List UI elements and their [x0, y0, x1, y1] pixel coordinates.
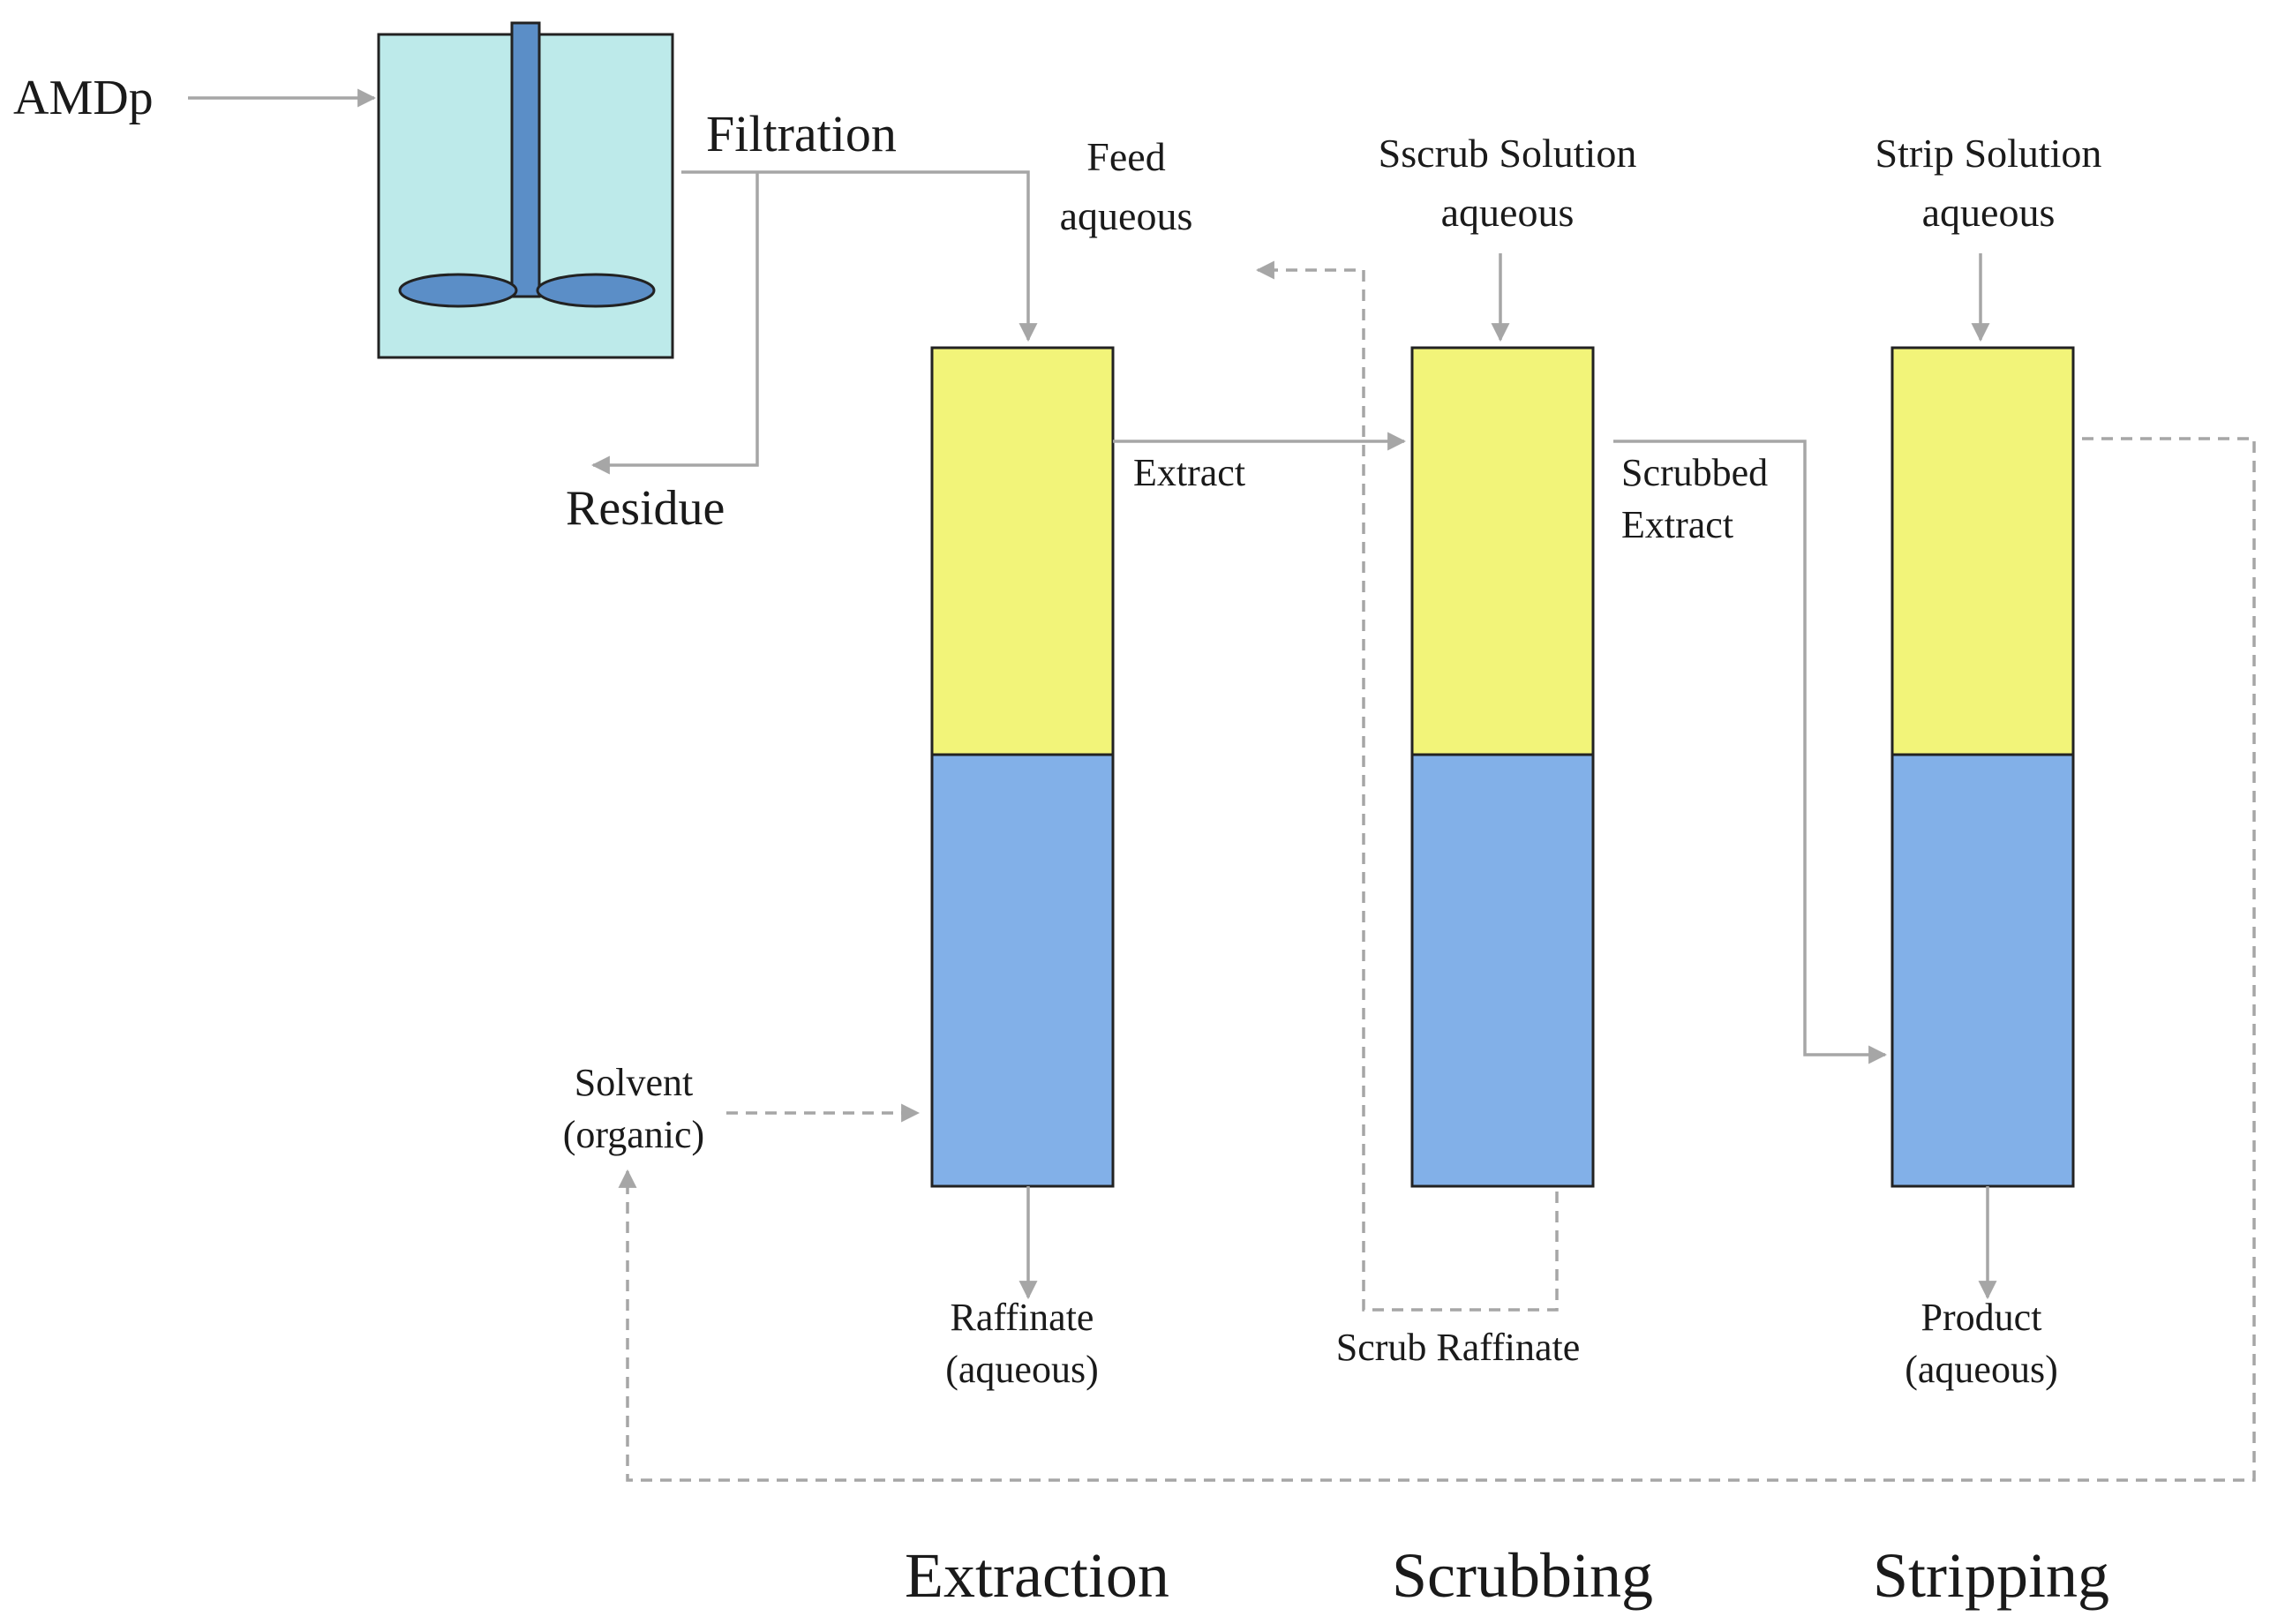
scrubbing-aqueous-phase [1410, 753, 1595, 1188]
impeller-blade-left [398, 273, 518, 308]
filtrate-to-extraction-arrow [681, 170, 1038, 342]
impeller-shaft [510, 21, 541, 298]
residue-arrow [590, 172, 759, 475]
raffinate-label-line2: (aqueous) [945, 1348, 1099, 1391]
extraction-column [930, 346, 1115, 1188]
solvent-label-line1: Solvent [575, 1061, 693, 1104]
stage-label-extraction: Extraction [905, 1540, 1169, 1611]
extraction-organic-phase [930, 346, 1115, 756]
feed-label-line1: Feed [1086, 134, 1165, 179]
scrubbed-extract-label-line1: Scrubbed [1621, 451, 1768, 494]
solvent-recycle-line [618, 437, 2256, 1482]
strip-solution-label-line2: aqueous [1922, 190, 2056, 235]
scrub-solution-label-line2: aqueous [1441, 190, 1575, 235]
feed-label-line2: aqueous [1060, 193, 1193, 238]
filtration-label: Filtration [706, 105, 897, 162]
stage-label-stripping: Stripping [1873, 1540, 2109, 1611]
scrubbed-extract-arrow [1613, 440, 1888, 1064]
residue-label: Residue [566, 481, 725, 536]
extraction-aqueous-phase [930, 753, 1115, 1188]
scrubbing-column [1410, 346, 1595, 1188]
raffinate-label-line1: Raffinate [951, 1296, 1094, 1339]
product-label-line1: Product [1921, 1296, 2042, 1339]
scrubbing-organic-phase [1410, 346, 1595, 756]
scrub-raffinate-recycle-line [1255, 260, 1559, 1312]
strip-solution-label-line1: Strip Solution [1875, 131, 2102, 176]
product-label-line2: (aqueous) [1905, 1348, 2058, 1391]
stripping-aqueous-phase [1890, 753, 2075, 1188]
solid-flow-lines [188, 88, 1997, 1300]
extract-label: Extract [1133, 451, 1245, 494]
scrub-raffinate-label: Scrub Raffinate [1336, 1326, 1581, 1369]
stage-label-scrubbing: Scrubbing [1392, 1540, 1653, 1611]
scrub-solution-label-line1: Sscrub Solution [1379, 131, 1637, 176]
stripping-column [1890, 346, 2075, 1188]
solvent-label-line2: (organic) [563, 1113, 704, 1156]
amdp-label: AMDp [13, 71, 154, 125]
scrubbed-extract-label-line2: Extract [1621, 503, 1733, 546]
impeller-blade-right [536, 273, 656, 308]
dashed-flow-lines [618, 260, 2256, 1482]
stripping-organic-phase [1890, 346, 2075, 756]
stirred-tank [377, 21, 674, 359]
